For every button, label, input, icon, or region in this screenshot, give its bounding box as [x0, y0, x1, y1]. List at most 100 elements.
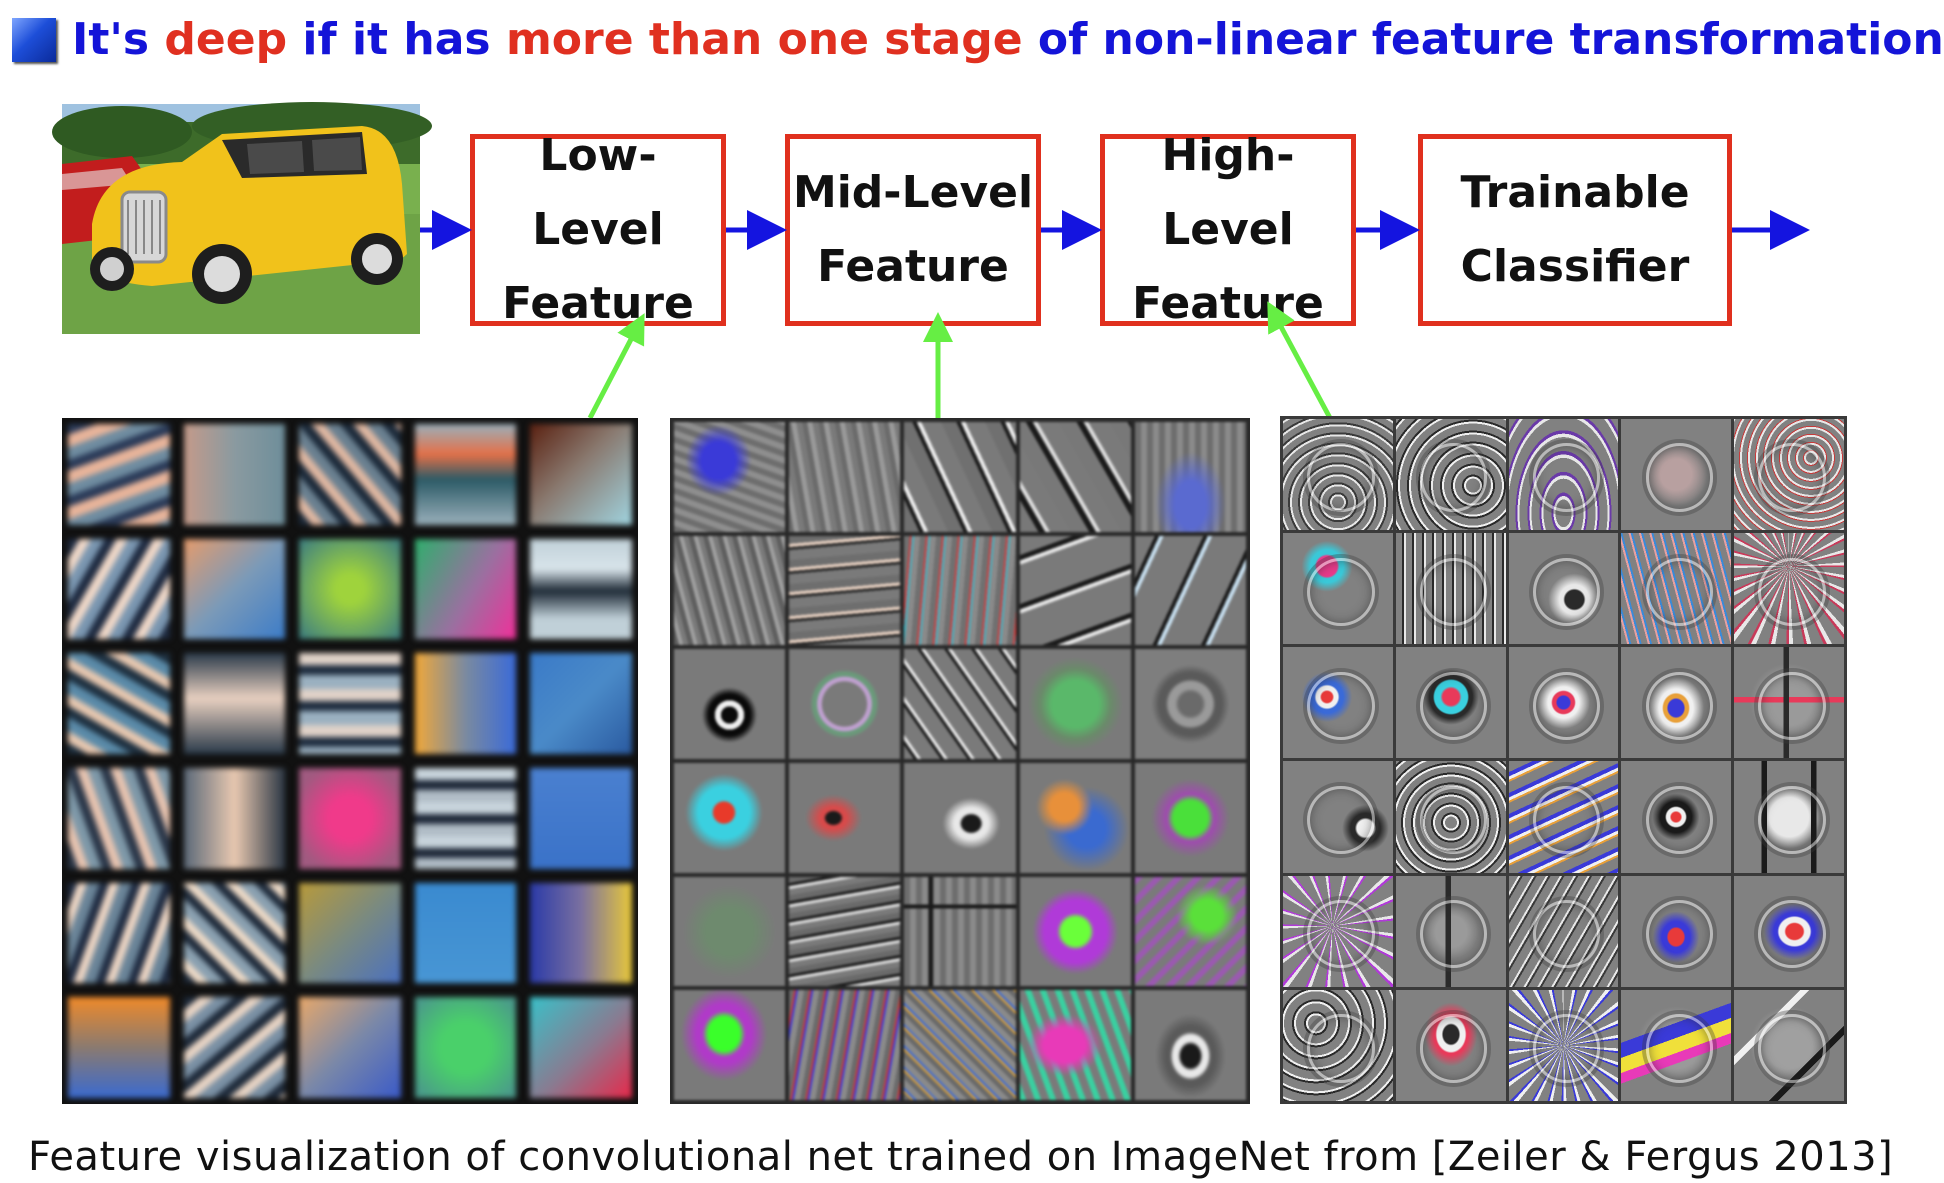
- filter-cell: [183, 767, 286, 869]
- feature-cell: [1134, 990, 1246, 1100]
- title-part-2: deep: [164, 14, 288, 65]
- feature-cell: [1734, 761, 1844, 873]
- feature-cell: [1621, 989, 1732, 1101]
- filter-cell: [183, 424, 286, 525]
- feature-cell: [1508, 875, 1619, 987]
- title-text: It's deep if it has more than one stage …: [72, 14, 1944, 65]
- filter-cell: [414, 424, 517, 525]
- feature-cell: [1395, 989, 1506, 1101]
- feature-cell: [1508, 761, 1619, 873]
- feature-cell: [1019, 649, 1131, 759]
- feature-cell: [1283, 989, 1393, 1101]
- filter-cell: [299, 882, 401, 984]
- link-arrow-high-level: [1267, 301, 1333, 420]
- feature-cell: [1019, 535, 1131, 646]
- feature-cell: [1134, 535, 1246, 646]
- filter-cell: [530, 882, 632, 984]
- filter-cell: [183, 882, 286, 984]
- low-level-label-line1: Low-Level: [532, 130, 664, 255]
- low-level-filter-grid: [62, 418, 638, 1104]
- high-level-feature-grid: [1280, 416, 1847, 1104]
- feature-cell: [1734, 647, 1844, 759]
- mid-level-feature-grid: [670, 418, 1250, 1104]
- classifier-label-line1: Trainable: [1460, 167, 1690, 218]
- feature-cell: [674, 649, 786, 759]
- feature-cell: [1734, 989, 1844, 1101]
- feature-cell: [674, 876, 786, 987]
- feature-cell: [1134, 422, 1246, 532]
- feature-cell: [1621, 761, 1732, 873]
- filter-cell: [299, 997, 401, 1098]
- square-bullet-icon: [12, 17, 56, 62]
- feature-cell: [789, 990, 901, 1100]
- feature-cell: [1283, 875, 1393, 987]
- feature-cell: [1734, 419, 1844, 531]
- feature-cell: [904, 535, 1016, 646]
- high-level-feature-box: High-Level Feature: [1100, 130, 1356, 329]
- feature-cell: [674, 762, 786, 873]
- slide-title: It's deep if it has more than one stage …: [12, 14, 1944, 65]
- filter-cell: [68, 538, 170, 640]
- feature-cell: [789, 649, 901, 759]
- feature-cell: [1019, 876, 1131, 987]
- feature-cell: [904, 649, 1016, 759]
- feature-cell: [789, 535, 901, 646]
- feature-cell: [1283, 419, 1393, 531]
- title-part-5: of non-linear feature transformation: [1037, 14, 1944, 65]
- feature-cell: [1134, 649, 1246, 759]
- feature-cell: [1283, 761, 1393, 873]
- filter-cell: [530, 653, 632, 754]
- feature-cell: [1621, 419, 1732, 531]
- filter-cell: [414, 538, 517, 640]
- filter-cell: [68, 997, 170, 1098]
- feature-cell: [1134, 762, 1246, 873]
- feature-cell: [1508, 647, 1619, 759]
- feature-cell: [904, 990, 1016, 1100]
- link-arrow-low-level: [587, 313, 645, 420]
- filter-cell: [530, 997, 632, 1098]
- title-part-3: if it has: [302, 14, 491, 65]
- feature-cell: [1283, 647, 1393, 759]
- filter-cell: [414, 767, 517, 869]
- filter-cell: [299, 767, 401, 869]
- filter-cell: [183, 538, 286, 640]
- feature-cell: [904, 422, 1016, 532]
- filter-cell: [414, 882, 517, 984]
- filter-cell: [530, 767, 632, 869]
- feature-cell: [1734, 533, 1844, 645]
- feature-cell: [674, 422, 786, 532]
- feature-cell: [1134, 876, 1246, 987]
- filter-cell: [530, 424, 632, 525]
- feature-cell: [1395, 647, 1506, 759]
- high-level-label-line1: High-Level: [1161, 130, 1295, 255]
- feature-cell: [1621, 533, 1732, 645]
- trainable-classifier-box: Trainable Classifier: [1418, 134, 1732, 326]
- mid-level-label-line1: Mid-Level: [792, 167, 1034, 218]
- filter-cell: [414, 653, 517, 754]
- arrows-layer: [420, 210, 1810, 420]
- feature-cell: [789, 876, 901, 987]
- feature-cell: [1508, 419, 1619, 531]
- filter-cell: [68, 767, 170, 869]
- feature-cell: [1395, 419, 1506, 531]
- feature-cell: [789, 422, 901, 532]
- filter-cell: [68, 882, 170, 984]
- feature-cell: [674, 535, 786, 646]
- title-part-1: It's: [72, 14, 150, 65]
- title-part-4: more than one stage: [505, 14, 1023, 65]
- filter-cell: [414, 997, 517, 1098]
- feature-cell: [1734, 875, 1844, 987]
- feature-cell: [1019, 762, 1131, 873]
- mid-level-label-line2: Feature: [817, 241, 1009, 292]
- filter-cell: [183, 997, 286, 1098]
- filter-cell: [183, 653, 286, 754]
- feature-cell: [1019, 990, 1131, 1100]
- feature-cell: [1621, 647, 1732, 759]
- filter-cell: [299, 538, 401, 640]
- feature-cell: [1395, 533, 1506, 645]
- input-car-image: [52, 102, 432, 334]
- feature-cell: [904, 876, 1016, 987]
- filter-cell: [299, 424, 401, 525]
- figure-caption: Feature visualization of convolutional n…: [28, 1134, 1894, 1180]
- filter-cell: [299, 653, 401, 754]
